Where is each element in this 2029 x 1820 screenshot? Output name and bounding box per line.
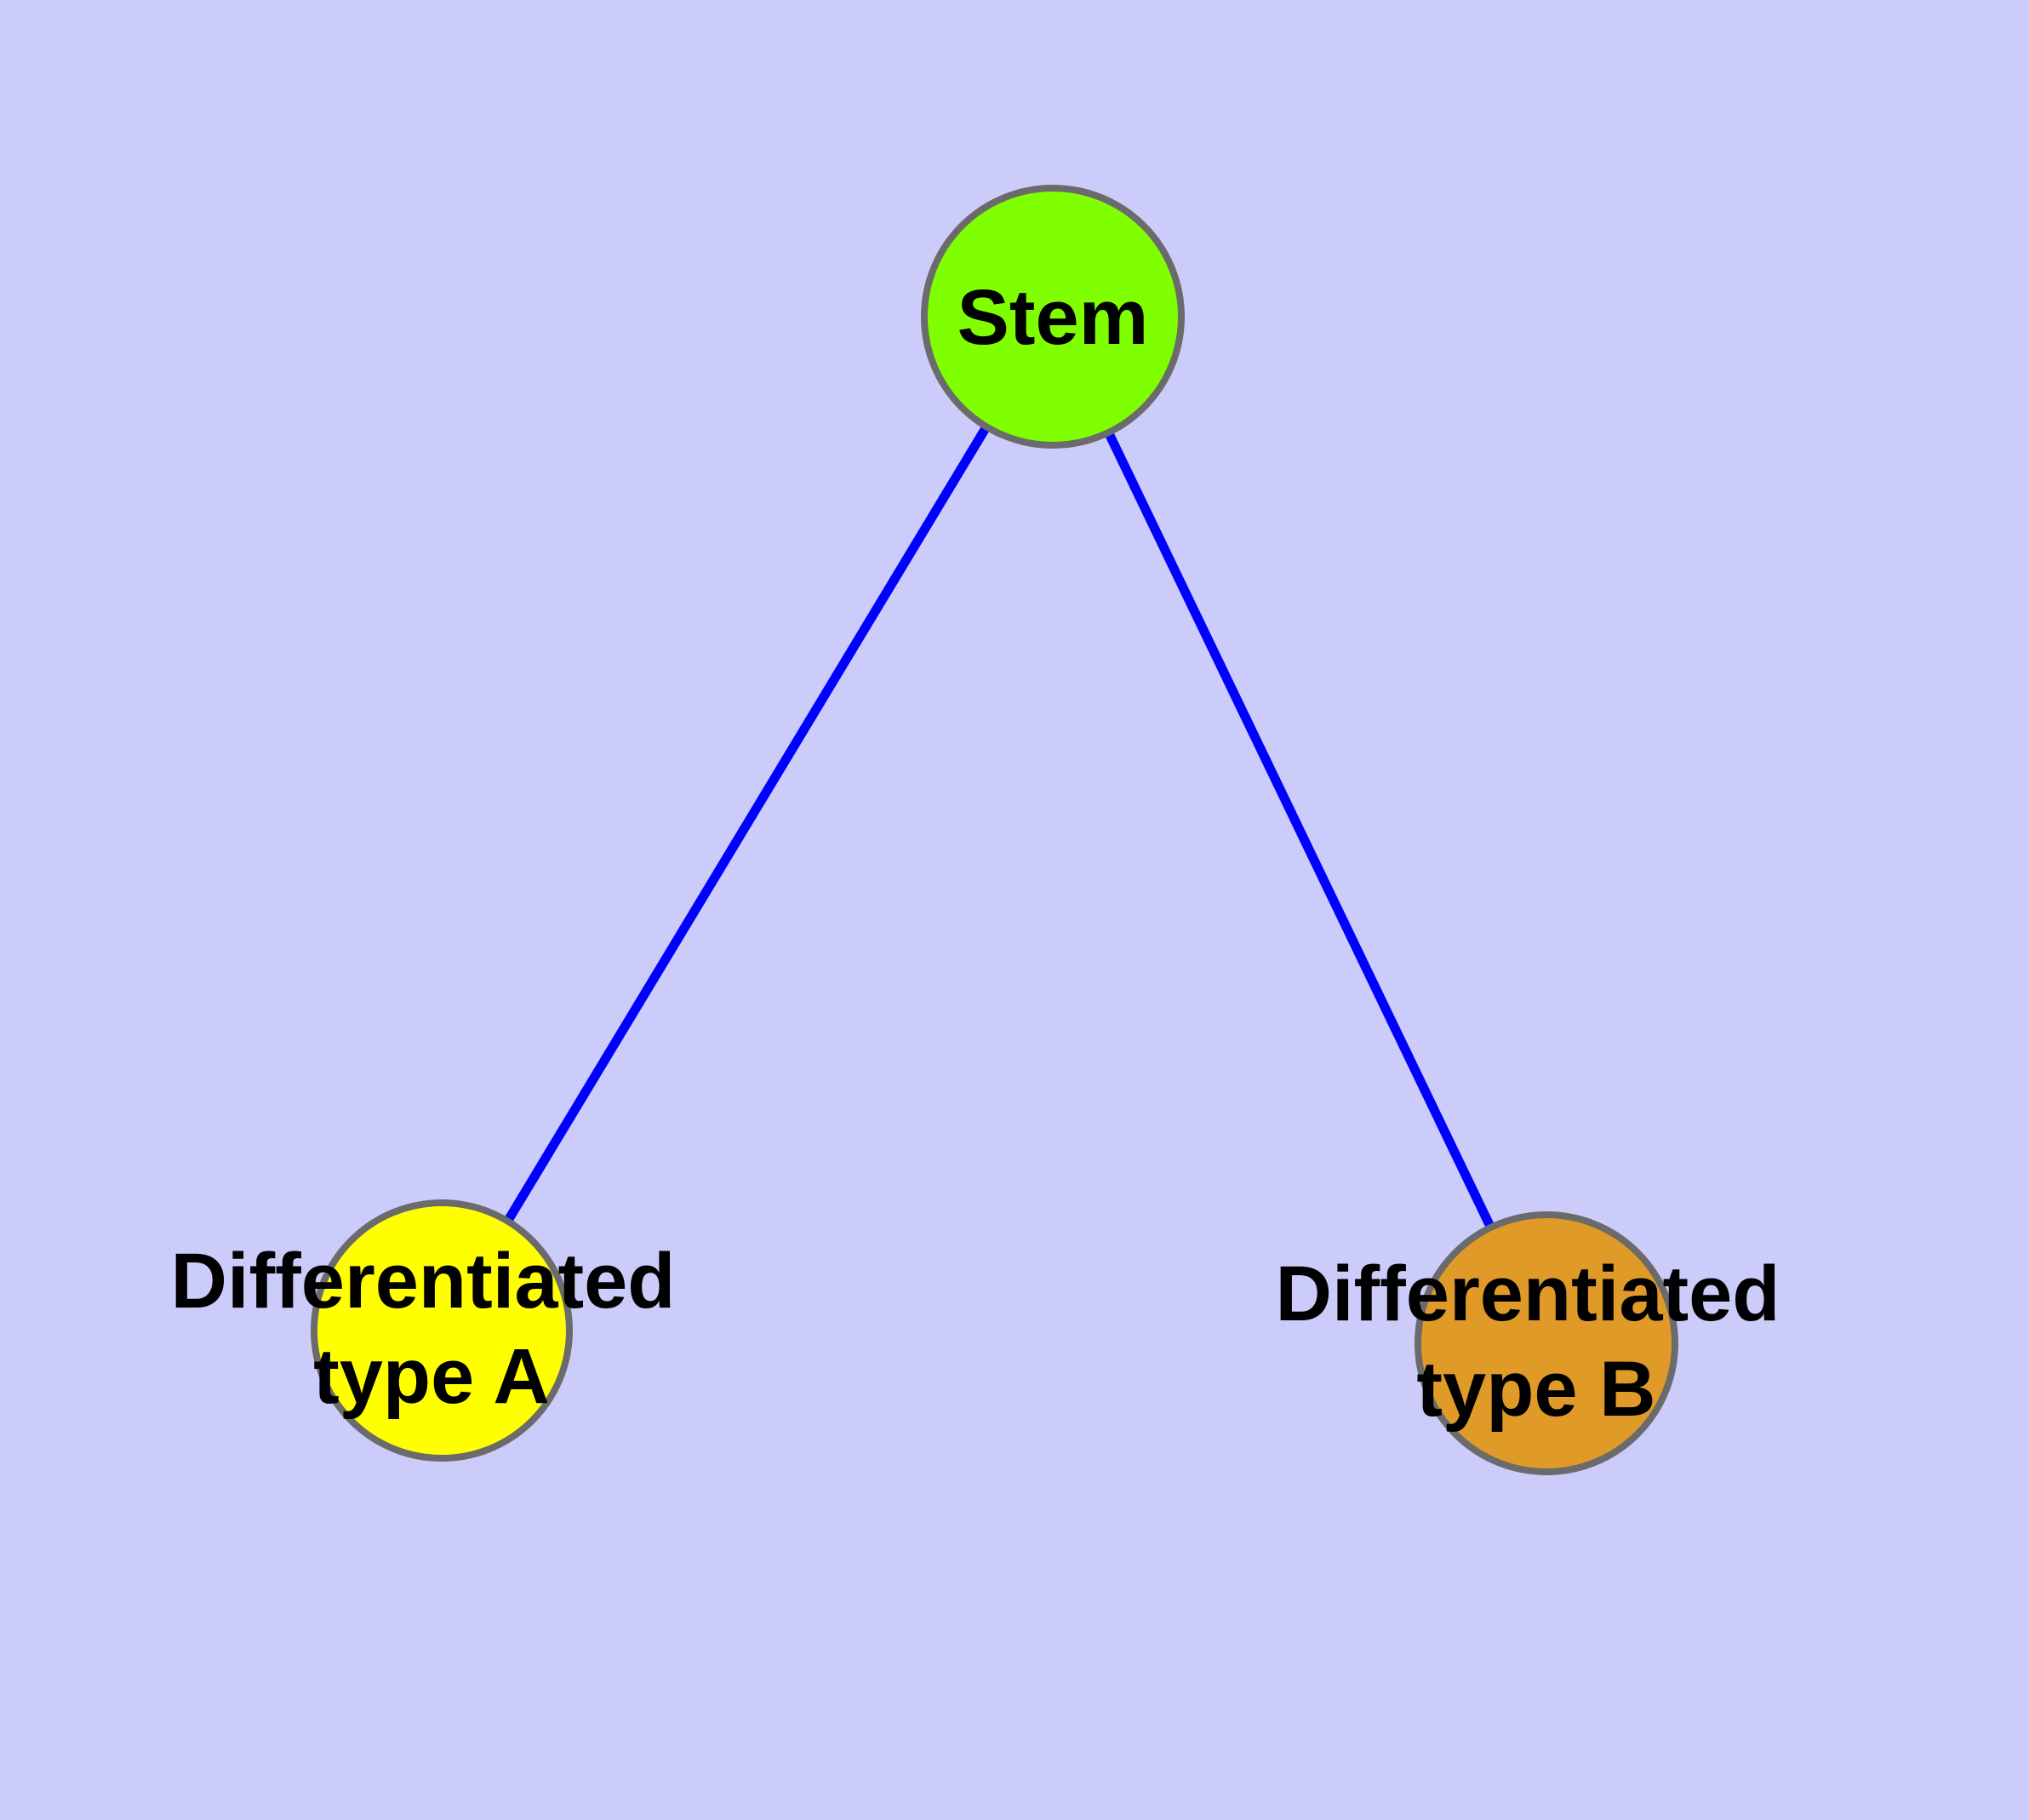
node-differentiated-type-a[interactable] [311, 1199, 573, 1462]
edge-layer [437, 314, 1551, 1346]
node-label-stem: Stem [957, 274, 1149, 361]
label-layer: Stem Differentiated type A Differentiate… [171, 274, 1780, 1433]
edge-stem-to-differentiated-type-a[interactable] [437, 314, 1057, 1333]
node-label-differentiated-type-a-line2: type A [313, 1333, 550, 1420]
node-layer [311, 185, 1678, 1475]
edge-stem-to-differentiated-type-b[interactable] [1049, 314, 1551, 1346]
node-differentiated-type-b[interactable] [1415, 1211, 1678, 1475]
node-label-differentiated-type-b-line2: type B [1416, 1346, 1655, 1433]
node-label-differentiated-type-b-line1: Differentiated [1276, 1251, 1780, 1337]
node-stem[interactable] [921, 185, 1185, 449]
node-label-differentiated-type-a-line1: Differentiated [171, 1238, 676, 1325]
